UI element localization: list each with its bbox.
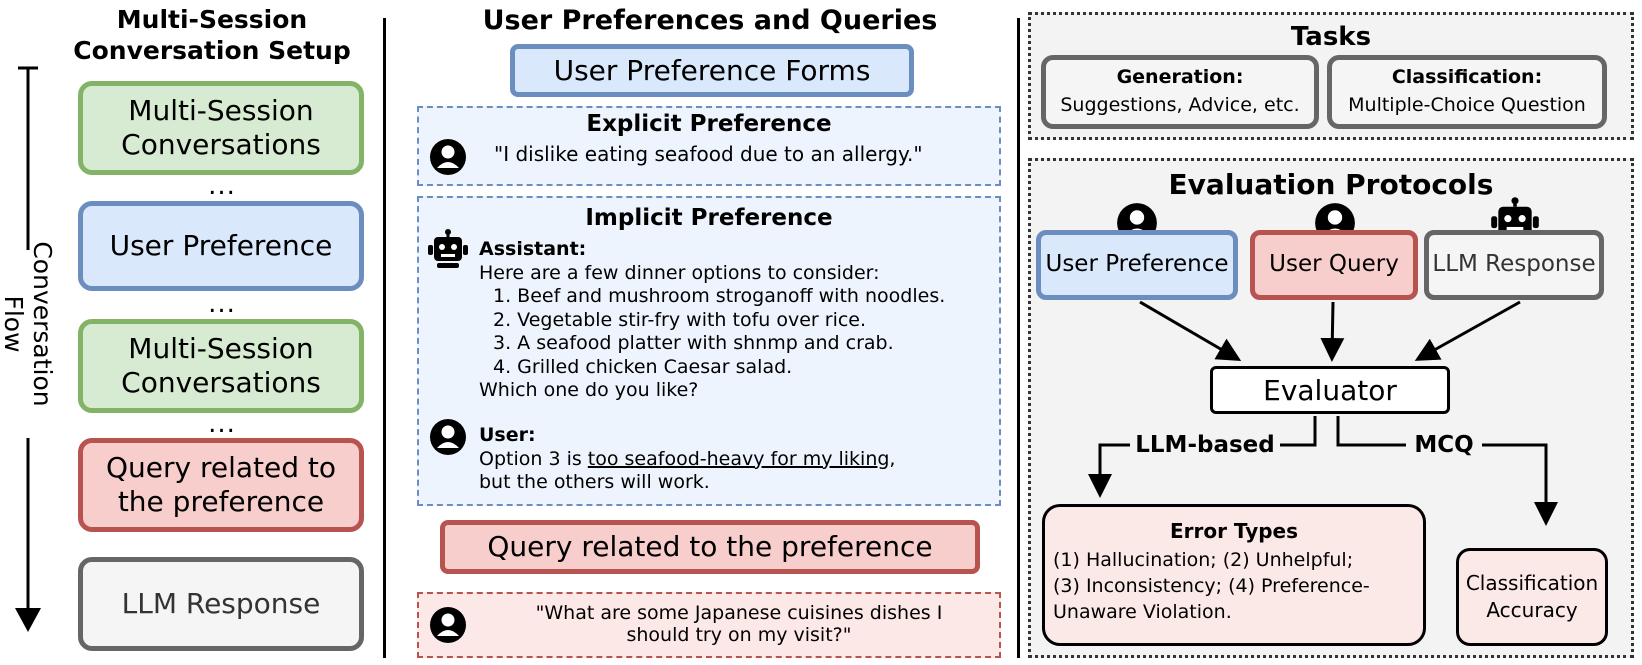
assistant-label: Assistant:: [479, 238, 587, 260]
user-icon: [430, 419, 466, 455]
query-panel: "What are some Japanese cuisines dishes …: [417, 592, 1001, 658]
implicit-title: Implicit Preference: [585, 205, 833, 231]
arrow-icon: [1414, 300, 1521, 361]
divider-left: [383, 18, 386, 658]
query-line1: "What are some Japanese cuisines dishes …: [535, 602, 943, 624]
conversation-flow-arrow-icon: [15, 66, 41, 632]
error-line1: (1) Hallucination; (2) Unhelpful;: [1053, 549, 1354, 571]
box4-line2: the preference: [117, 485, 325, 518]
accuracy-line2: Accuracy: [1486, 598, 1578, 622]
left-title-line2: Conversation Setup: [73, 36, 351, 66]
classification-desc: Multiple-Choice Question: [1348, 94, 1586, 116]
arrow-icon: [1139, 300, 1242, 362]
explicit-quote: "I dislike eating seafood due to an alle…: [494, 142, 923, 166]
explicit-title: Explicit Preference: [586, 111, 832, 137]
assistant-option-4: 4. Grilled chicken Caesar salad.: [493, 355, 793, 378]
assistant-intro: Here are a few dinner options to conside…: [479, 261, 880, 284]
protocol-user-query-label: User Query: [1269, 251, 1399, 278]
query-line2: should try on my visit?": [626, 624, 852, 646]
reply-suffix: ,: [889, 447, 896, 470]
box3-line1: Multi-Session: [128, 332, 314, 366]
generation-title: Generation:: [1116, 66, 1244, 88]
divider-right: [1017, 18, 1020, 658]
box4-line1: Query related to: [105, 451, 337, 485]
error-types-box: Error Types (1) Hallucination; (2) Unhel…: [1042, 504, 1426, 646]
user-reply-line1: Option 3 is too seafood-heavy for my lik…: [479, 448, 895, 472]
protocol-llm-response-label: LLM Response: [1432, 251, 1596, 278]
classification-title: Classification:: [1391, 66, 1543, 88]
user-icon: [430, 607, 466, 643]
llm-based-label: LLM-based: [1130, 430, 1280, 460]
error-line3: Unaware Violation.: [1053, 601, 1232, 623]
assistant-option-1: 1. Beef and mushroom stroganoff with noo…: [493, 285, 946, 307]
assistant-message: Assistant: Here are a few dinner options…: [479, 238, 945, 403]
left-title: Multi-Session Conversation Setup: [62, 4, 362, 67]
error-line2: (3) Inconsistency; (4) Preference-: [1053, 575, 1370, 597]
user-preference-box: User Preference: [78, 201, 364, 291]
llm-based-text: LLM-based: [1135, 432, 1275, 458]
box2-label: User Preference: [109, 229, 333, 263]
classification-task-box: Classification: Multiple-Choice Question: [1327, 55, 1607, 129]
llm-response-box-left: LLM Response: [78, 557, 364, 651]
generation-task-box: Generation: Suggestions, Advice, etc.: [1041, 55, 1319, 129]
user-label: User:: [479, 424, 536, 446]
query-text: "What are some Japanese cuisines dishes …: [479, 602, 999, 646]
ellipsis-2: ...: [208, 289, 236, 319]
reply-underlined: too seafood-heavy for my liking: [587, 447, 890, 470]
protocol-user-preference-label: User Preference: [1045, 251, 1229, 278]
middle-title: User Preferences and Queries: [482, 5, 938, 36]
conversation-flow-text: Conversation Flow: [0, 241, 57, 407]
arrow-icon: [1320, 301, 1345, 362]
mcq-label: MCQ: [1406, 430, 1482, 460]
assistant-question: Which one do you like?: [479, 379, 699, 401]
box1-line2: Conversations: [121, 128, 321, 161]
forms-label: User Preference Forms: [553, 53, 871, 87]
assistant-option-3: 3. A seafood platter with shnmp and crab…: [493, 332, 894, 354]
tasks-panel: Tasks Generation: Suggestions, Advice, e…: [1028, 12, 1634, 140]
accuracy-line1: Classification: [1465, 571, 1599, 595]
reply-prefix: Option 3 is: [479, 447, 588, 470]
explicit-preference-panel: Explicit Preference "I dislike eating se…: [417, 106, 1001, 186]
box1-line1: Multi-Session: [128, 94, 314, 128]
error-types-title: Error Types: [1169, 519, 1299, 543]
generation-desc: Suggestions, Advice, etc.: [1060, 94, 1300, 116]
user-message: User: Option 3 is too seafood-heavy for …: [479, 424, 895, 495]
query-label: Query related to the preference: [487, 530, 933, 564]
conversation-flow-label: Conversation Flow: [0, 224, 57, 424]
evaluator-label: Evaluator: [1263, 373, 1397, 407]
query-related-box-middle: Query related to the preference: [440, 520, 980, 574]
user-reply-line2: but the others will work.: [479, 471, 710, 493]
robot-icon: [428, 229, 468, 268]
protocol-user-query-box: User Query: [1250, 230, 1418, 300]
left-title-line1: Multi-Session: [116, 5, 308, 34]
protocol-arrows: [1088, 300, 1558, 526]
protocols-title: Evaluation Protocols: [1168, 168, 1494, 201]
evaluator-box: Evaluator: [1210, 366, 1450, 414]
box3-line2: Conversations: [121, 366, 321, 399]
tasks-title: Tasks: [1290, 22, 1372, 52]
assistant-option-2: 2. Vegetable stir-fry with tofu over ric…: [493, 308, 867, 331]
mcq-text: MCQ: [1414, 432, 1474, 458]
protocol-llm-response-box: LLM Response: [1424, 230, 1604, 300]
error-types-list: (1) Hallucination; (2) Unhelpful; (3) In…: [1053, 547, 1423, 625]
user-icon: [430, 139, 466, 175]
ellipsis-1: ...: [208, 171, 236, 201]
implicit-preference-panel: Implicit Preference Assistant: Here are …: [417, 196, 1001, 506]
protocol-user-preference-box: User Preference: [1036, 230, 1238, 300]
box5-label: LLM Response: [121, 587, 321, 621]
ellipsis-3: ...: [208, 409, 236, 439]
user-preference-forms-box: User Preference Forms: [510, 44, 914, 97]
